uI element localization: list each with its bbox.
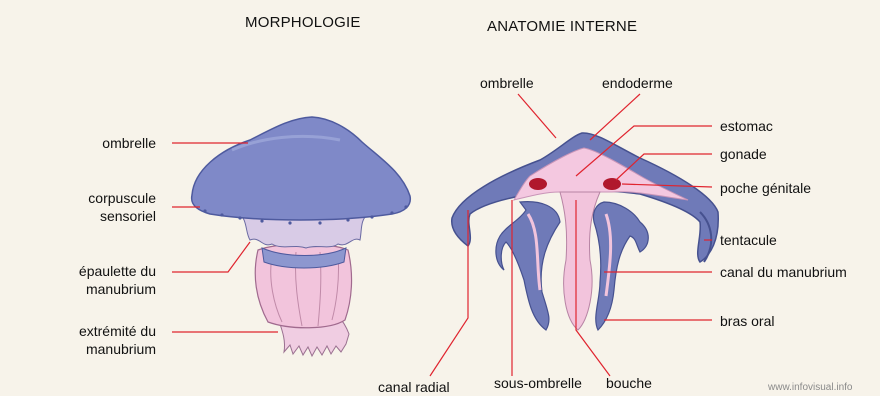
- label-sous-ombrelle: sous-ombrelle: [494, 374, 582, 392]
- label-gonade: gonade: [720, 145, 767, 163]
- oral-arm-right: [593, 202, 648, 330]
- label-sensoriel: sensoriel: [100, 207, 156, 225]
- umbrella-bell: [192, 117, 411, 220]
- watermark: www.infovisual.info: [768, 382, 852, 393]
- label-tentacule: tentacule: [720, 231, 777, 249]
- label-endoderme: endoderme: [602, 74, 673, 92]
- label-manubrium-1: manubrium: [86, 280, 156, 298]
- morphology-jellyfish: [192, 117, 411, 356]
- label-canal-radial: canal radial: [378, 378, 450, 396]
- label-bouche: bouche: [606, 374, 652, 392]
- label-corpuscule: corpuscule: [88, 189, 156, 207]
- label-manubrium-2: manubrium: [86, 340, 156, 358]
- oral-arm-left: [496, 202, 560, 330]
- label-estomac: estomac: [720, 117, 773, 135]
- label-ombrelle-morpho: ombrelle: [102, 134, 156, 152]
- label-extremite: extrémité du: [79, 322, 156, 340]
- label-bras-oral: bras oral: [720, 312, 774, 330]
- gonad-right: [603, 178, 621, 190]
- label-epaulette: épaulette du: [79, 262, 156, 280]
- anatomy-jellyfish: [452, 133, 719, 330]
- label-poche-genitale: poche génitale: [720, 179, 811, 197]
- label-ombrelle-anatomy: ombrelle: [480, 74, 534, 92]
- label-canal-manubrium: canal du manubrium: [720, 263, 847, 281]
- gonad-left: [529, 178, 547, 190]
